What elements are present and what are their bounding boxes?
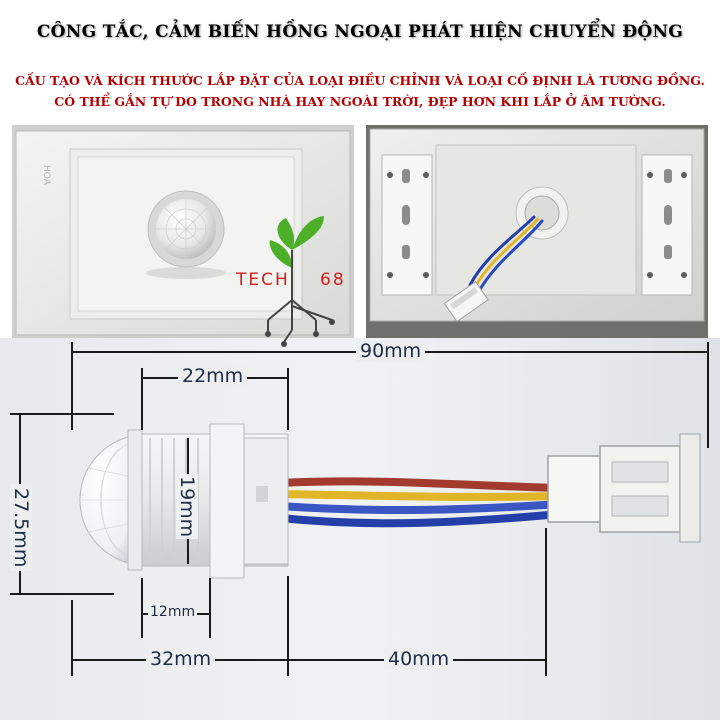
page-subtitle: CẤU TẠO VÀ KÍCH THƯỚC LẮP ĐẶT CỦA LOẠI Đ…: [0, 70, 720, 112]
sensor-plate-front-photo: HOA: [12, 125, 354, 341]
tech68-logo-text-right: 68: [320, 270, 346, 290]
tech68-logo-graphic: [265, 216, 335, 347]
tech68-logo-text-left: TECH: [236, 270, 290, 290]
dim-height: 27.5mm: [10, 484, 32, 572]
subtitle-line-1: CẤU TẠO VÀ KÍCH THƯỚC LẮP ĐẶT CỦA LOẠI Đ…: [15, 73, 705, 88]
svg-text:HOA: HOA: [41, 165, 51, 186]
dim-thread-small: 12mm: [148, 604, 198, 620]
page-title: CÔNG TẮC, CẢM BIẾN HỒNG NGOẠI PHÁT HIỆN …: [36, 22, 684, 42]
dim-thread-diameter: 19mm: [176, 474, 198, 540]
dim-wire-length: 40mm: [384, 648, 454, 670]
subtitle-line-2: CÓ THỂ GẮN TỰ DO TRONG NHÀ HAY NGOÀI TRỜ…: [54, 94, 666, 109]
dim-body-length: 32mm: [146, 648, 216, 670]
tech68-logo: TECH 68: [228, 210, 358, 358]
dim-total-length: 90mm: [356, 340, 426, 362]
connector: [547, 433, 701, 543]
dim-thread-length: 22mm: [178, 365, 248, 387]
sensor-dimension-diagram: [0, 338, 720, 720]
sensor-plate-back-photo: [366, 125, 708, 341]
